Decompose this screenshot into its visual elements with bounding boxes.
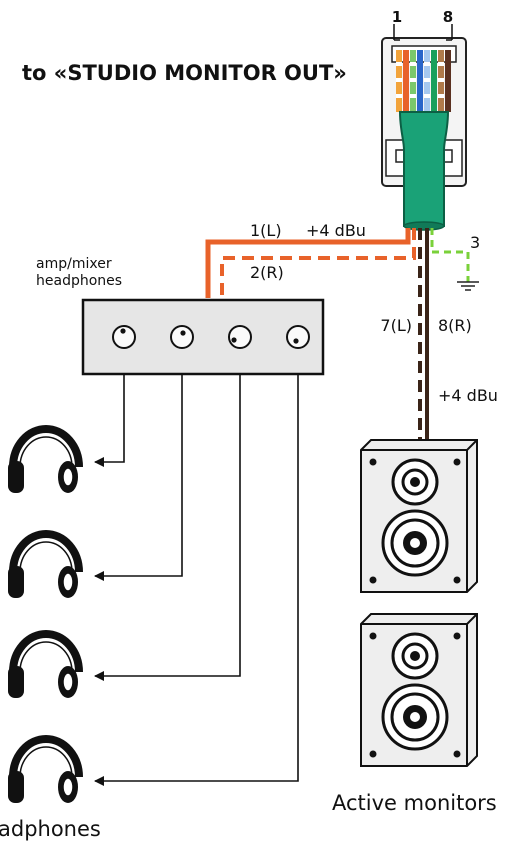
speaker-icon <box>360 439 478 593</box>
headphone-amp-box <box>81 298 325 376</box>
wire-ground <box>430 228 470 282</box>
pin-1l-label: 1(L) <box>250 221 282 240</box>
pin-2r-label: 2(R) <box>250 263 284 282</box>
headphones-icon <box>8 630 83 698</box>
headphones-icon <box>8 735 83 803</box>
wire-right-headphone <box>220 228 416 298</box>
output-jack-icon <box>112 325 136 349</box>
headphones-icon <box>8 530 83 598</box>
output-jack-icon <box>170 325 194 349</box>
headphones-icon <box>8 425 83 493</box>
ground-symbol-icon <box>457 281 479 291</box>
destination-label: to «STUDIO MONITOR OUT» <box>22 61 347 85</box>
speaker-icon <box>360 613 478 767</box>
pin-1-label: 1 <box>392 8 402 26</box>
pin-8-label: 8 <box>443 8 453 26</box>
ground-pin-label: 3 <box>470 233 480 252</box>
pin-7l-label: 7(L) <box>380 316 412 335</box>
wire-left-headphone <box>205 228 411 298</box>
amp-output-line-1 <box>94 374 125 467</box>
amp-output-line-3 <box>94 374 241 681</box>
monitors-label: Active monitors <box>332 791 497 815</box>
rj45-connector-icon <box>381 24 467 231</box>
pin-8r-label: 8(R) <box>438 316 472 335</box>
amp-output-line-4 <box>94 374 299 786</box>
amp-label-line2: headphones <box>36 273 122 289</box>
output-jack-icon <box>286 325 310 349</box>
monitor-level-label: +4 dBu <box>438 386 498 405</box>
amp-output-line-2 <box>94 374 183 581</box>
output-jack-icon <box>228 325 252 349</box>
headphone-level-label: +4 dBu <box>306 221 366 240</box>
headphones-label: adphones <box>0 817 101 841</box>
amp-label-line1: amp/mixer <box>36 256 112 272</box>
